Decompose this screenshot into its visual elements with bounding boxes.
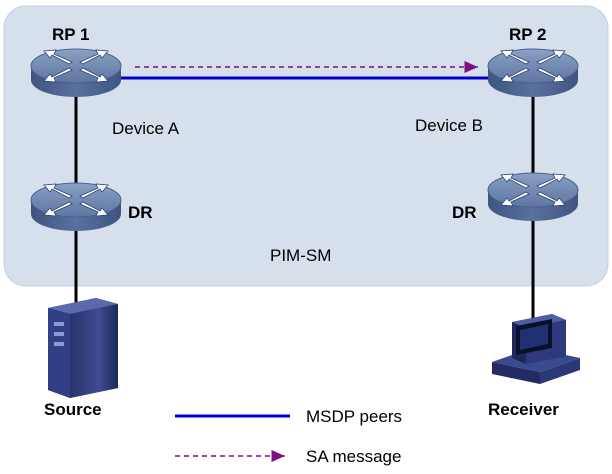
rp2-label: RP 2	[509, 25, 547, 44]
source-server-icon	[48, 298, 118, 398]
router-rp1-icon	[30, 48, 122, 98]
legend: MSDP peers SA message	[175, 407, 402, 466]
router-dr-left-icon	[30, 182, 122, 232]
legend-msdp-peers-label: MSDP peers	[306, 407, 402, 426]
pim-sm-label: PIM-SM	[270, 246, 331, 265]
source-label: Source	[44, 400, 102, 419]
rp1-label: RP 1	[52, 25, 90, 44]
dr-right-label: DR	[452, 203, 477, 222]
receiver-label: Receiver	[488, 400, 559, 419]
legend-sa-message-label: SA message	[306, 447, 401, 466]
device-b-label: Device B	[415, 116, 483, 135]
router-rp2-icon	[487, 48, 579, 98]
dr-left-label: DR	[128, 203, 153, 222]
router-dr-right-icon	[487, 172, 579, 222]
receiver-pc-icon	[492, 314, 580, 384]
device-a-label: Device A	[112, 119, 180, 138]
pim-sm-domain-area	[3, 5, 609, 287]
